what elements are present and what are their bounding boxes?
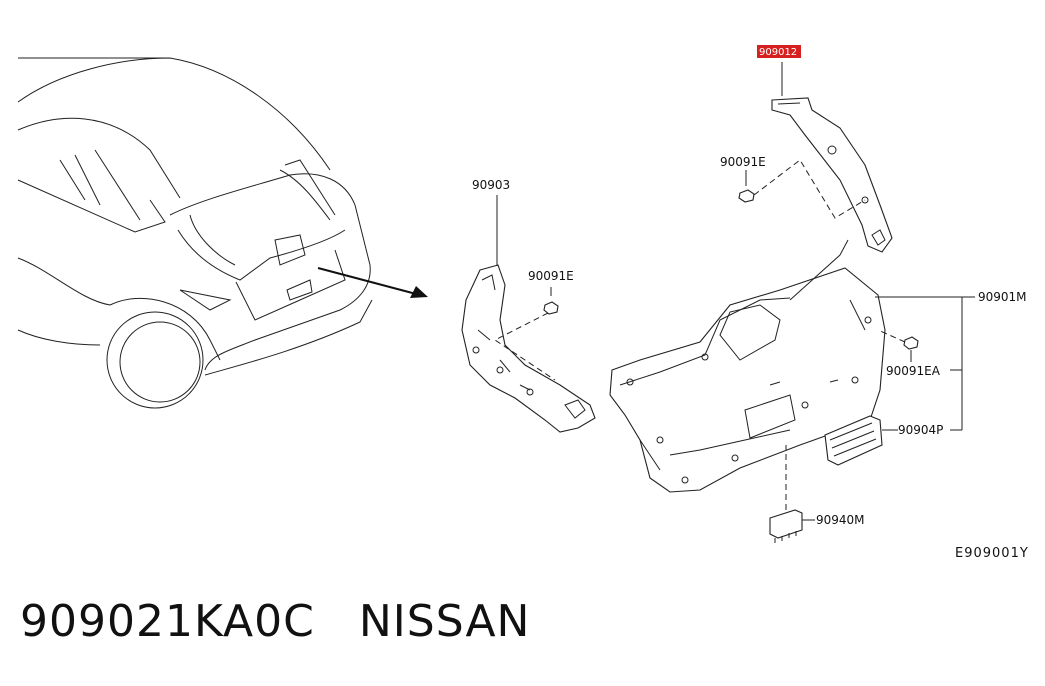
- label-90091e-left: 90091E: [528, 269, 574, 283]
- side-trim-90903: 90903: [461, 178, 596, 433]
- diagram-reference-code: E909001Y: [955, 546, 1029, 561]
- main-trim-90901m: 90901M: [609, 239, 1027, 493]
- label-909012: 909012: [759, 47, 797, 58]
- clip-upper-90091e: 90091E: [720, 155, 866, 219]
- label-90903: 90903: [472, 178, 510, 192]
- part-90940m: 90940M: [769, 445, 865, 543]
- label-90901m: 90901M: [978, 290, 1027, 304]
- clip-left-90091e: 90091E: [494, 269, 574, 381]
- clip-90091ea: 90091EA: [877, 329, 941, 378]
- upper-trim-909012: 909012: [757, 45, 893, 253]
- footer-title: 909021KA0C NISSAN: [20, 596, 530, 647]
- part-number: 909021KA0C: [20, 596, 315, 647]
- part-90904p: 90904P: [824, 415, 943, 466]
- label-90940m: 90940M: [816, 513, 865, 527]
- vehicle-rear-illustration: [17, 57, 428, 409]
- brand-name: NISSAN: [358, 596, 531, 647]
- label-90091ea: 90091EA: [886, 364, 941, 378]
- label-90091e-upper: 90091E: [720, 155, 766, 169]
- highlight-box: [757, 45, 801, 58]
- label-90904p: 90904P: [898, 423, 943, 437]
